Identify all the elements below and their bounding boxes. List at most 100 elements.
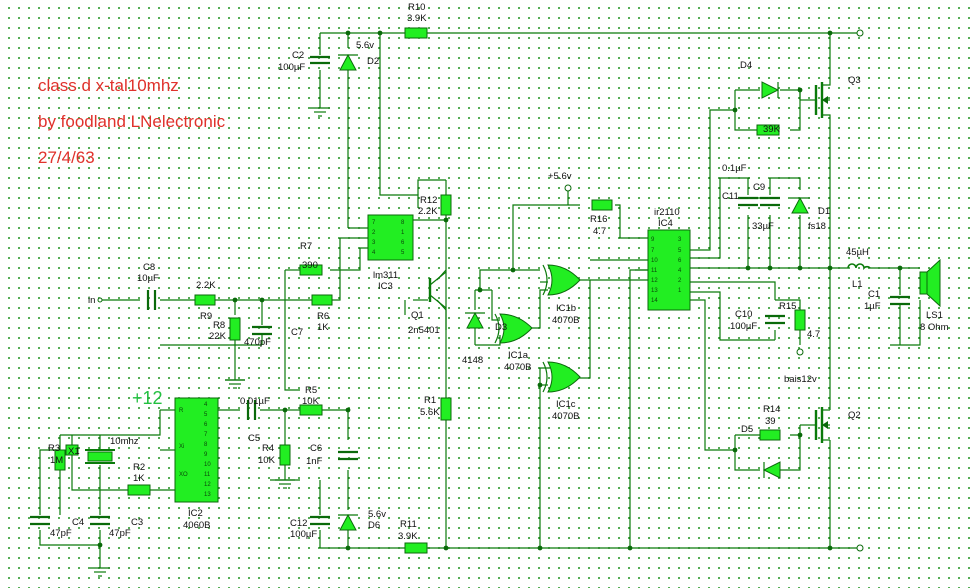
svg-text:5: 5 xyxy=(204,412,208,418)
label-d1: D1 xyxy=(818,206,830,217)
label-c11: C11 xyxy=(722,191,739,202)
gate-ic1c xyxy=(547,361,581,393)
value-r4: 10K xyxy=(258,455,276,466)
label-c8: C8 xyxy=(143,262,155,273)
zener-d2 xyxy=(339,53,357,71)
label-x1: X1 xyxy=(68,446,80,457)
label-ls1: LS1 xyxy=(926,310,943,321)
label-q2: Q2 xyxy=(848,410,861,421)
component-labels: R10 3.9K C2 100µF D2 5.6v R12 2.2K lm311… xyxy=(48,2,949,542)
label-r3: R3 xyxy=(48,443,60,454)
resistor-r9 xyxy=(194,294,216,306)
label-d3: D3 xyxy=(495,322,507,333)
crystal-x1 xyxy=(65,444,115,464)
svg-text:2: 2 xyxy=(372,230,376,236)
value-r10: 3.9K xyxy=(407,13,427,24)
name-ic1a: 4070B xyxy=(504,362,531,373)
supply-label: +12 xyxy=(132,388,163,408)
label-ic1c: IC1c xyxy=(556,399,576,410)
resistor-r10 xyxy=(404,27,428,39)
svg-text:3: 3 xyxy=(372,240,376,246)
label-d2: D2 xyxy=(367,56,379,67)
label-r1: R1 xyxy=(424,395,436,406)
svg-text:1: 1 xyxy=(678,288,682,294)
junctions xyxy=(97,30,903,551)
label-d4: D4 xyxy=(740,60,752,71)
resistor-r7 xyxy=(299,264,323,276)
svg-text:9: 9 xyxy=(204,452,208,458)
label-c3: C3 xyxy=(131,517,143,528)
svg-text:10: 10 xyxy=(651,258,658,264)
resistor-r15 xyxy=(794,309,806,331)
value-r14: 39 xyxy=(765,416,776,427)
value-r12: 2.2K xyxy=(418,206,438,217)
label-c9: C9 xyxy=(753,182,765,193)
label-r2: R2 xyxy=(133,462,145,473)
speaker-ls1 xyxy=(919,258,941,308)
name-d3: 4148 xyxy=(462,355,483,366)
svg-text:6: 6 xyxy=(678,258,682,264)
value-c6: 1nF xyxy=(306,456,323,467)
label-r11: R11 xyxy=(400,519,417,530)
value-r2: 1K xyxy=(133,473,145,484)
gate-ic1a xyxy=(499,313,533,344)
value-r5: 10K xyxy=(302,396,320,407)
ground-symbols xyxy=(90,107,330,577)
resistor-r3 xyxy=(54,449,66,471)
value-c9: 33µF xyxy=(752,221,774,232)
resistor-r16 xyxy=(591,199,613,211)
name-ic4: ir2110 xyxy=(654,207,680,218)
svg-text:1: 1 xyxy=(401,230,405,236)
value-c7: 470pF xyxy=(244,337,271,348)
svg-text:11: 11 xyxy=(204,472,211,478)
label-c4: C4 xyxy=(72,517,84,528)
value-c1: 1µF xyxy=(864,301,881,312)
svg-text:6: 6 xyxy=(204,422,208,428)
svg-text:5: 5 xyxy=(401,250,405,256)
value-r11: 3.9K xyxy=(398,531,418,542)
svg-text:2: 2 xyxy=(678,278,682,284)
value-r7: 390 xyxy=(302,260,318,271)
label-d6: D6 xyxy=(368,520,380,531)
label-c5: C5 xyxy=(248,433,260,444)
name-ic2: 4060B xyxy=(183,520,210,531)
title-line-2: by foodland LNelectronic xyxy=(38,112,226,131)
label-ic2: IC2 xyxy=(188,508,203,519)
value-d6: 5.6v xyxy=(368,509,386,520)
value-c3: 47pF xyxy=(109,528,131,539)
label-c12: C12 xyxy=(290,518,307,529)
value-r3: 1M xyxy=(50,455,63,466)
svg-text:13: 13 xyxy=(651,288,658,294)
diodes xyxy=(338,53,810,531)
value-x1: 10mhz xyxy=(110,436,139,447)
resistor-r4 xyxy=(279,444,291,466)
label-c10: C10 xyxy=(735,309,752,320)
resistor-r14 xyxy=(759,429,781,441)
svg-text:Xi: Xi xyxy=(179,444,184,450)
resistor-r11 xyxy=(404,542,428,554)
name-ic3: lm311 xyxy=(373,270,398,281)
svg-text:3: 3 xyxy=(678,237,682,243)
svg-text:12: 12 xyxy=(651,278,658,284)
label-r8: R8 xyxy=(213,320,225,331)
label-c2: C2 xyxy=(292,50,304,61)
label-r9: R9 xyxy=(200,311,212,322)
resistor-r12 xyxy=(440,194,452,216)
label-r14: R14 xyxy=(763,404,780,415)
label-d5: D5 xyxy=(741,424,753,435)
value-c8: 10µF xyxy=(137,273,159,284)
diode-d1 xyxy=(791,196,809,214)
svg-text:12: 12 xyxy=(204,482,211,488)
inductor-l1 xyxy=(847,263,871,271)
label-l1: L1 xyxy=(852,279,863,290)
resistor-r8 xyxy=(229,317,241,341)
svg-text:8: 8 xyxy=(204,442,208,448)
name-q1: 2n5401 xyxy=(408,325,440,336)
label-in: in xyxy=(88,295,95,306)
diode-d3 xyxy=(466,311,484,329)
value-c4: 47pF xyxy=(50,528,72,539)
svg-text:4: 4 xyxy=(678,268,682,274)
label-r12: R12 xyxy=(420,195,437,206)
